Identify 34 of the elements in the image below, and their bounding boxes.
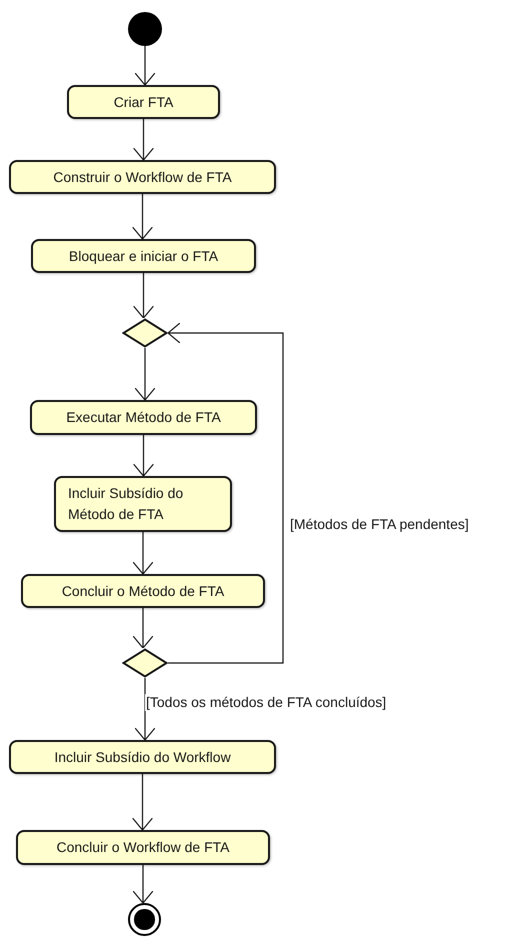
action-box	[16, 830, 270, 865]
action-label: Concluir o Método de FTA	[62, 582, 224, 600]
flow-arrow	[132, 532, 154, 575]
action-box	[21, 574, 265, 608]
action-box	[31, 239, 256, 273]
action-box	[30, 400, 257, 435]
action-label: Bloquear e iniciar o FTA	[68, 246, 218, 266]
decision-diamond	[122, 318, 168, 348]
flow-arrow	[134, 46, 156, 86]
flow-arrow	[132, 608, 154, 649]
action-label: Incluir Subsídio do Método de FTA	[68, 484, 184, 524]
flow-arrow	[132, 273, 154, 319]
decision-diamond	[122, 648, 168, 678]
action-label: Criar FTA	[114, 92, 174, 112]
flow-arrow	[132, 194, 154, 240]
flow-arrow	[132, 119, 154, 161]
action-label: Construir o Workflow de FTA	[53, 168, 232, 186]
guard-label: [Métodos de FTA pendentes]	[289, 516, 470, 533]
start-node	[128, 12, 162, 46]
flow-arrow	[132, 435, 154, 477]
action-label: Incluir Subsídio do Workflow	[54, 748, 231, 766]
flow-arrow	[134, 678, 156, 741]
end-node	[128, 903, 161, 936]
action-label: Concluir o Workflow de FTA	[56, 838, 230, 857]
guard-label: [Todos os métodos de FTA concluídos]	[145, 694, 388, 711]
flow-arrow	[167, 322, 284, 664]
action-box	[9, 160, 276, 194]
flow-arrow	[132, 865, 154, 904]
flow-arrow	[134, 348, 156, 401]
action-label: Executar Método de FTA	[66, 408, 221, 427]
action-box	[9, 740, 276, 774]
action-box	[54, 476, 232, 532]
flow-arrow	[132, 774, 154, 831]
action-box	[67, 85, 220, 119]
